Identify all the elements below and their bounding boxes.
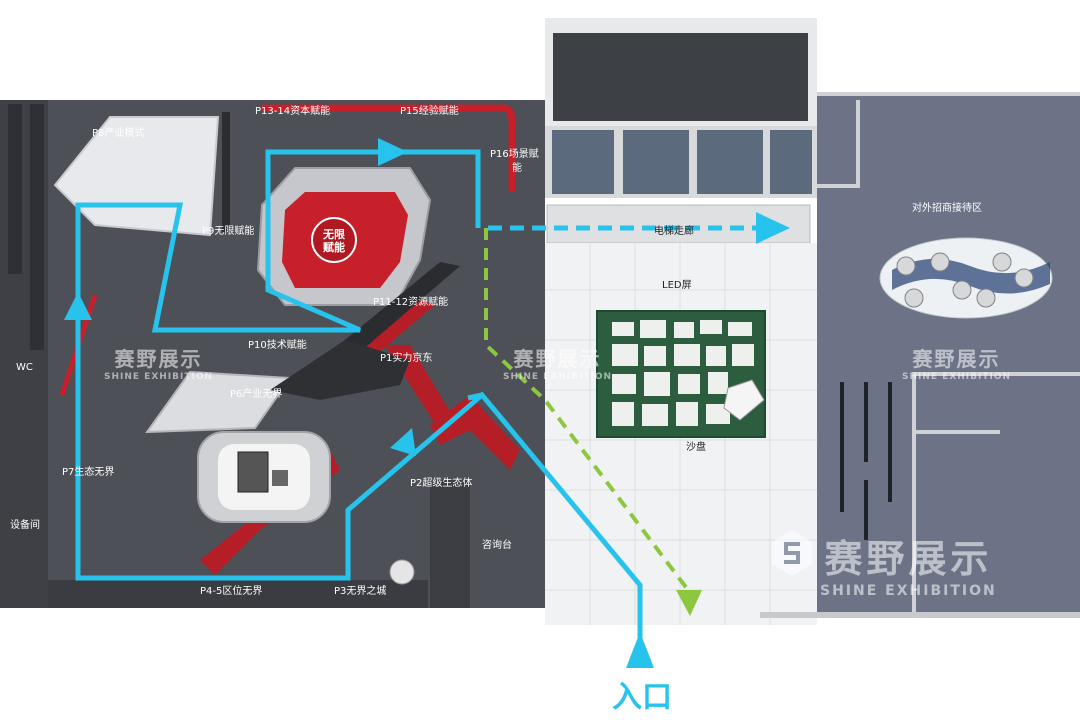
red-wall-p11 xyxy=(350,300,435,360)
route-arrow-entrance xyxy=(626,632,654,668)
reception-divider-v xyxy=(912,372,916,612)
label-p7: P7生态无界 xyxy=(62,467,115,478)
label-p13-14: P13-14资本赋能 xyxy=(255,106,331,117)
reception-inner-wall-h xyxy=(817,184,860,188)
left-wall-column-2 xyxy=(30,104,44,334)
center-badge-line2: 赋能 xyxy=(323,241,345,254)
watermark-center-cn: 赛野展示 xyxy=(513,347,602,371)
right-column-block xyxy=(430,480,470,608)
sand-table-blocks xyxy=(612,320,754,426)
center-badge xyxy=(311,217,357,263)
p6-display xyxy=(144,370,292,434)
watermark-left: 赛野展示 SHINE EXHIBITION xyxy=(104,343,213,382)
center-badge-text: 无限 赋能 xyxy=(312,228,356,254)
room-1 xyxy=(552,130,614,194)
label-p11-12: P11-12资源赋能 xyxy=(373,297,449,308)
visitor-route xyxy=(75,149,643,665)
top-building-dark xyxy=(553,33,808,121)
watermark-left-en: SHINE EXHIBITION xyxy=(104,372,214,382)
red-wall-p2 xyxy=(430,395,520,470)
label-p6: P6产业无界 xyxy=(230,389,283,400)
route-arrow-corridor xyxy=(756,212,790,244)
reception-divider-h xyxy=(912,372,1080,376)
meeting-chairs xyxy=(896,252,1034,308)
left-wall-column xyxy=(8,104,22,274)
kiosk-screen xyxy=(237,451,269,493)
p3-model-icon xyxy=(389,559,415,585)
label-info-desk: 咨询台 xyxy=(482,540,512,551)
reception-slots xyxy=(840,382,892,540)
label-p1: P1实力京东 xyxy=(380,353,433,364)
center-badge-line1: 无限 xyxy=(323,228,345,241)
room-2 xyxy=(623,130,689,194)
label-led-screen: LED屏 xyxy=(662,280,692,291)
label-equipment-room: 设备间 xyxy=(10,520,40,531)
label-reception: 对外招商接待区 xyxy=(912,203,982,214)
p9-wall xyxy=(222,112,230,232)
label-p16-line1: P16场景赋 xyxy=(490,149,539,160)
label-p8: P8产业模式 xyxy=(92,128,145,139)
route-arrow-p2 xyxy=(390,428,416,456)
label-p3: P3无界之城 xyxy=(334,586,387,597)
room-4 xyxy=(770,130,812,194)
sand-table-model xyxy=(723,379,765,421)
watermark-logo-icon xyxy=(772,530,812,576)
watermark-large-en: SHINE EXHIBITION xyxy=(820,583,997,599)
lower-left-wall xyxy=(48,580,428,608)
watermark-right-cn: 赛野展示 xyxy=(912,347,1001,371)
watermark-center-en: SHINE EXHIBITION xyxy=(503,372,613,382)
kiosk-chair xyxy=(272,470,288,486)
label-p4-5: P4-5区位无界 xyxy=(200,586,263,597)
watermark-right-en: SHINE EXHIBITION xyxy=(902,372,1012,382)
label-elevator-corridor: 电梯走廊 xyxy=(654,226,694,237)
entrance-label: 入口 xyxy=(612,680,672,715)
reception-floor xyxy=(817,92,1080,618)
watermark-large-cn: 赛野展示 xyxy=(824,537,993,581)
reception-small-wall xyxy=(912,430,1000,434)
watermark-large: 赛野展示 SHINE EXHIBITION xyxy=(820,528,997,599)
meeting-table-rug xyxy=(892,258,1050,294)
red-wall-top xyxy=(262,104,516,192)
p1-dark-wall xyxy=(270,340,410,400)
reception-inner-wall xyxy=(856,100,860,186)
watermark-center: 赛野展示 SHINE EXHIBITION xyxy=(503,343,612,382)
route-arrow-top xyxy=(378,138,408,166)
watermark-left-cn: 赛野展示 xyxy=(114,347,203,371)
label-wc: WC xyxy=(16,362,33,373)
reception-top-wall xyxy=(817,92,1080,96)
room-3 xyxy=(697,130,763,194)
secondary-route-arrow xyxy=(676,590,702,616)
label-p9: P9无限赋能 xyxy=(202,226,255,237)
left-wall-column-3 xyxy=(30,290,44,350)
reception-bottom-wall xyxy=(760,612,1080,618)
watermark-right: 赛野展示 SHINE EXHIBITION xyxy=(902,343,1011,382)
p2-route-connector xyxy=(467,392,483,401)
label-p10: P10技术赋能 xyxy=(248,340,307,351)
label-p16-line2: 能 xyxy=(512,163,522,174)
label-p16: P16场景赋 xyxy=(490,145,539,160)
label-p2: P2超级生态体 xyxy=(410,478,473,489)
label-p15: P15经验赋能 xyxy=(400,106,459,117)
label-sand-table: 沙盘 xyxy=(686,442,706,453)
route-arrow-p7 xyxy=(64,292,92,320)
